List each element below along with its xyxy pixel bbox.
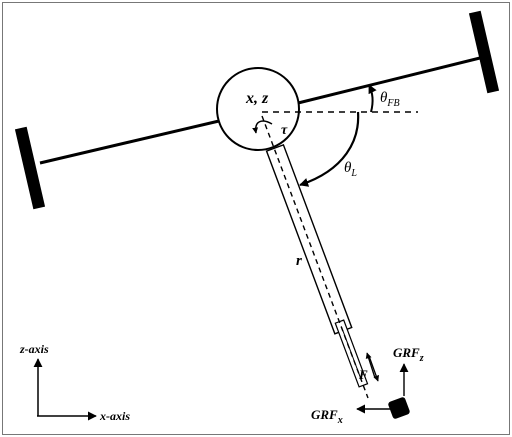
grf-z-label: GRFz: [393, 345, 424, 364]
body-position-label: x, z: [245, 90, 269, 107]
foot: [388, 397, 410, 419]
theta-l-label: θL: [344, 160, 357, 179]
torque-label: τ: [281, 123, 288, 138]
right-end-mass: [468, 10, 500, 94]
theta-fb-arc: [368, 84, 377, 113]
grf-x-label: GRFx: [311, 407, 343, 426]
body-hip-circle: [216, 67, 300, 151]
theta-fb-label: θFB: [380, 90, 400, 109]
force-arrow-up: [365, 352, 376, 379]
left-end-mass: [14, 126, 46, 210]
force-label: F: [358, 367, 368, 382]
theta-l-arc: [299, 111, 360, 187]
torso-bar-left: [39, 119, 220, 165]
leg-length-label: r: [296, 253, 302, 269]
torso-bar-right: [289, 55, 485, 107]
z-axis-label: z-axis: [19, 342, 49, 356]
force-arrow-down: [368, 355, 379, 382]
x-axis-label: x-axis: [99, 409, 130, 423]
torque-arc: [252, 120, 273, 134]
